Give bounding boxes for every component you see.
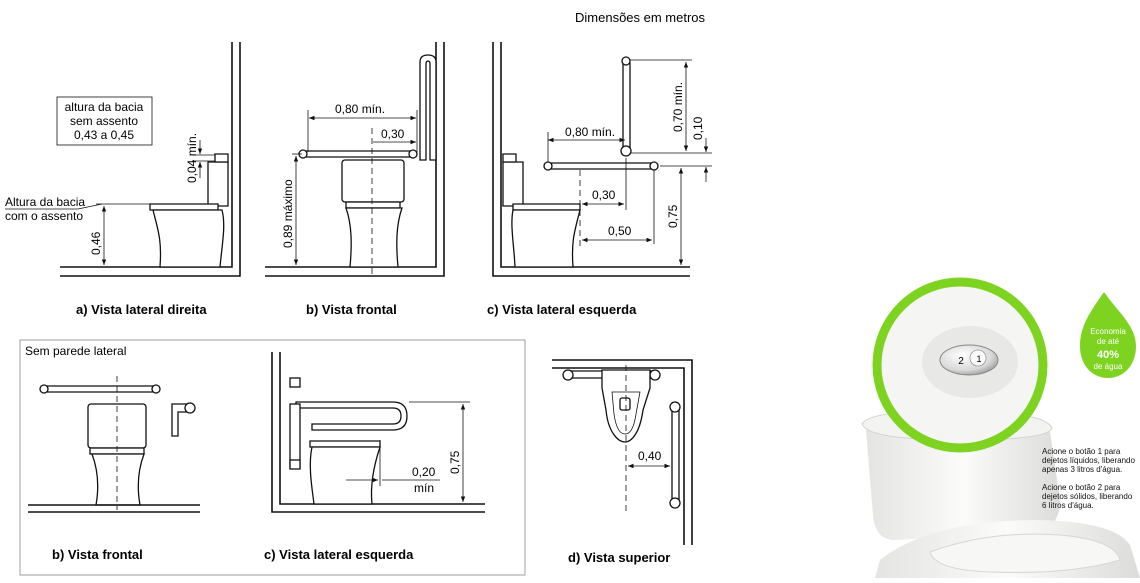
info-2-line-1: Acione o botão 2 para <box>1042 483 1121 492</box>
note-line-2: sem assento <box>70 114 138 128</box>
view-b-front: 0,80 mín. 0,30 0,89 máximo b) Vista fron… <box>265 42 445 317</box>
water-drop-icon <box>1080 292 1136 378</box>
note-line-3: 0,43 a 0,45 <box>74 128 134 142</box>
dim-c-0-30: 0,30 <box>592 188 616 202</box>
dim-b-0-80: 0,80 mín. <box>335 102 385 116</box>
no-wall-label: Sem parede lateral <box>25 344 126 358</box>
dim-no-wall-0-75: 0,75 <box>448 450 462 474</box>
view-a-right-side: altura da bacia sem assento 0,43 a 0,45 … <box>5 42 241 317</box>
dim-c-0-50: 0,50 <box>608 224 632 238</box>
dim-d-0-40: 0,40 <box>638 449 662 463</box>
info-2-line-2: dejetos sólidos, liberando <box>1042 492 1133 501</box>
dual-flush-button <box>939 344 999 376</box>
button-1-label: 1 <box>976 354 981 364</box>
drop-text-1: Economia <box>1090 327 1126 336</box>
view-d-top: 0,40 d) Vista superior <box>552 359 693 565</box>
dim-0-46: 0,46 <box>89 231 103 255</box>
caption-no-wall-b: b) Vista frontal <box>52 547 143 562</box>
info-2-line-3: 6 litros d'água. <box>1042 501 1094 510</box>
dim-c-0-70: 0,70 mín. <box>671 82 685 132</box>
note-line-1: altura da bacia <box>65 100 144 114</box>
dim-c-0-75: 0,75 <box>666 204 680 228</box>
caption-no-wall-c: c) Vista lateral esquerda <box>264 547 414 562</box>
dim-no-wall-min: mín <box>414 481 434 495</box>
info-1-line-2: dejetos líquidos, liberando <box>1042 456 1136 465</box>
info-1-line-3: apenas 3 litros d'água. <box>1042 465 1122 474</box>
view-c-left-side: 0,80 mín. 0,70 mín. 0,10 0,75 0,30 0,50 … <box>487 42 712 317</box>
dim-c-0-80: 0,80 mín. <box>565 125 615 139</box>
dim-b-0-89: 0,89 máximo <box>281 179 295 248</box>
caption-d: d) Vista superior <box>568 550 670 565</box>
dim-c-0-10: 0,10 <box>691 116 705 140</box>
no-wall-panel: Sem parede lateral b) Vista frontal 0,75… <box>19 339 526 576</box>
units-note: Dimensões em metros <box>575 10 706 25</box>
seat-label-1: Altura da bacia <box>5 195 85 209</box>
dim-b-0-30: 0,30 <box>381 127 405 141</box>
caption-c: c) Vista lateral esquerda <box>487 302 637 317</box>
info-1-line-1: Acione o botão 1 para <box>1042 447 1121 456</box>
drop-text-2: de até <box>1097 337 1120 346</box>
drop-text-4: de água <box>1094 362 1123 371</box>
seat-label-2: com o assento <box>5 209 83 223</box>
product-flush-toilet: 2 1 Economia de até 40% de água Acione o… <box>861 277 1140 578</box>
dim-no-wall-0-20: 0,20 <box>412 465 436 479</box>
dim-0-04: 0,04 mín. <box>185 133 199 183</box>
drop-text-3: 40% <box>1097 349 1119 361</box>
button-2-label: 2 <box>958 356 964 367</box>
caption-b: b) Vista frontal <box>306 302 397 317</box>
caption-a: a) Vista lateral direita <box>76 302 207 317</box>
